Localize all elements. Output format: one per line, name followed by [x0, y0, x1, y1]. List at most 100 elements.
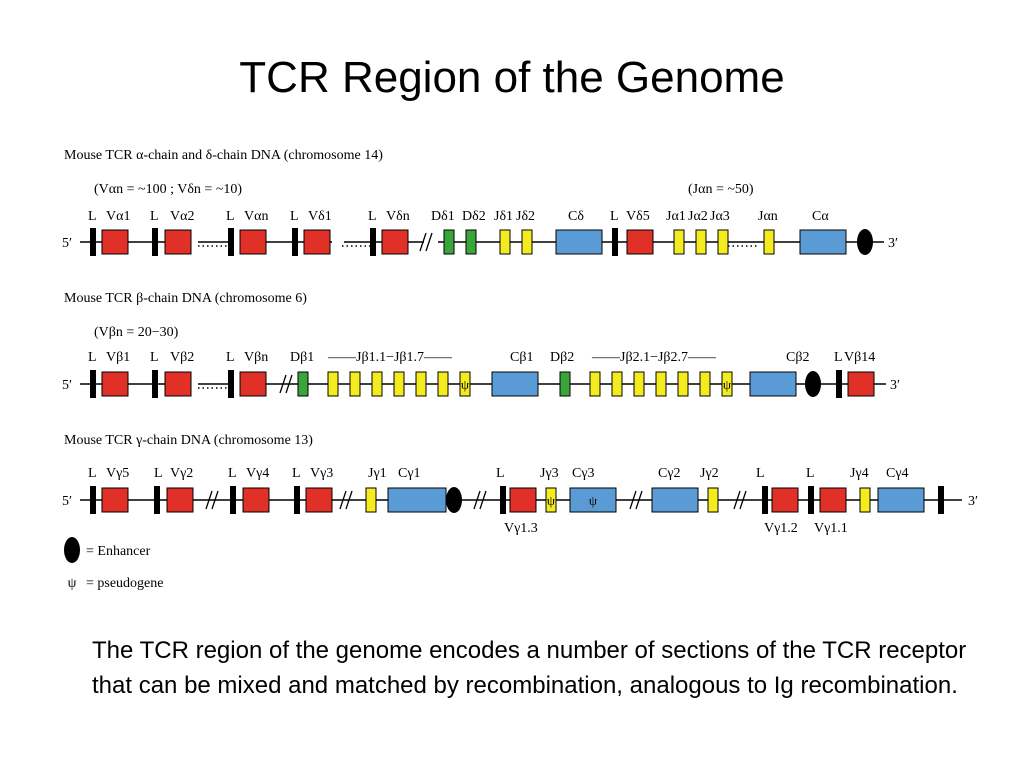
segment-label: Vγ2: [170, 466, 193, 481]
legend-pseudogene-symbol: ψ: [68, 576, 77, 591]
slide-caption: The TCR region of the genome encodes a n…: [92, 637, 967, 699]
segment-label: Cγ3: [572, 466, 595, 481]
d-segment: [465, 229, 477, 255]
segment-label: Vγ3: [310, 466, 333, 481]
segment-label: Jγ2: [700, 466, 719, 481]
segment-label: Dβ1: [290, 350, 314, 365]
j-segment: [415, 371, 427, 397]
v-segment: [303, 229, 331, 255]
slide-title: TCR Region of the Genome: [239, 53, 785, 102]
three-prime-label: 3′: [968, 494, 978, 509]
c-segment: [877, 487, 925, 513]
break-mark: [279, 374, 287, 394]
segment-label: Vγ4: [246, 466, 269, 481]
segment-label: ——Jβ2.1−Jβ2.7——: [591, 350, 717, 365]
j-segment: [459, 371, 471, 397]
break-mark: [473, 490, 481, 510]
segment-label: Vαn: [244, 209, 268, 224]
legend-pseudogene-label: = pseudogene: [86, 576, 164, 591]
three-prime-label: 3′: [888, 236, 898, 251]
segment-label: Jα3: [710, 209, 730, 224]
leader-segment: [612, 228, 618, 256]
j-segment: [365, 487, 377, 513]
leader-segment: [370, 228, 376, 256]
leader-segment: [228, 228, 234, 256]
v-segment: [101, 487, 129, 513]
enhancer: [64, 537, 80, 563]
leader-segment: [230, 486, 236, 514]
leader-segment: [808, 486, 814, 514]
j-segment: [371, 371, 383, 397]
v-segment: [101, 229, 129, 255]
segment-label: Jγ1: [368, 466, 387, 481]
v-segment: [239, 371, 267, 397]
c-segment: [387, 487, 447, 513]
v-segment: [847, 371, 875, 397]
segment-label: Vγ1.3: [504, 521, 538, 536]
segment-label: Cα: [812, 209, 829, 224]
leader-segment: [500, 486, 506, 514]
leader-segment: [292, 228, 298, 256]
break-mark: [479, 490, 487, 510]
j-segment: [521, 229, 533, 255]
segment-label: L: [610, 209, 619, 224]
v-segment: [381, 229, 409, 255]
j-segment: [437, 371, 449, 397]
break-mark: [629, 490, 637, 510]
pseudogene-symbol: ψ: [589, 493, 597, 508]
v-segment: [509, 487, 537, 513]
break-mark: [425, 232, 433, 252]
segment-label: Vβ1: [106, 350, 130, 365]
segment-label: Vα2: [170, 209, 194, 224]
segment-label: ——Jβ1.1−Jβ1.7——: [327, 350, 453, 365]
leader-segment: [90, 486, 96, 514]
c-segment: [799, 229, 847, 255]
j-segment: [695, 229, 707, 255]
segment-label: Vβ2: [170, 350, 194, 365]
segment-label: Vγ5: [106, 466, 129, 481]
segment-label: Jδ1: [494, 209, 513, 224]
pseudogene-symbol: ψ: [547, 493, 555, 508]
segment-label: Vδ5: [626, 209, 650, 224]
j-segment: [699, 371, 711, 397]
j-segment: [859, 487, 871, 513]
j-segment: [393, 371, 405, 397]
segment-label: Vδn: [386, 209, 410, 224]
tcr-genome-diagram: Mouse TCR α-chain and δ-chain DNA (chrom…: [62, 148, 978, 591]
segment-label: Cγ4: [886, 466, 909, 481]
segment-label: Dδ2: [462, 209, 486, 224]
segment-label: L: [228, 466, 237, 481]
j-segment: [707, 487, 719, 513]
j-segment: [545, 487, 557, 513]
v-segment: [305, 487, 333, 513]
segment-label: L: [496, 466, 505, 481]
c-segment: [491, 371, 539, 397]
track-heading: Mouse TCR γ-chain DNA (chromosome 13): [64, 433, 313, 448]
segment-label: L: [806, 466, 815, 481]
pseudogene-symbol: ψ: [723, 377, 731, 392]
segment-label: L: [88, 350, 97, 365]
leader-segment: [152, 370, 158, 398]
segment-label: L: [368, 209, 377, 224]
segment-label: L: [226, 350, 235, 365]
leader-segment: [152, 228, 158, 256]
leader-segment: [762, 486, 768, 514]
j-segment: [677, 371, 689, 397]
segment-label: Vγ1.1: [814, 521, 848, 536]
segment-label: Vγ1.2: [764, 521, 798, 536]
break-mark: [635, 490, 643, 510]
break-mark: [339, 490, 347, 510]
enhancer: [446, 487, 462, 513]
v-segment: [164, 229, 192, 255]
three-prime-label: 3′: [890, 378, 900, 393]
segment-label: Cβ1: [510, 350, 533, 365]
segment-label: Cβ2: [786, 350, 809, 365]
leader-segment: [90, 228, 96, 256]
legend-enhancer-label: = Enhancer: [86, 544, 151, 559]
j-segment: [673, 229, 685, 255]
j-segment: [589, 371, 601, 397]
segment-label: L: [88, 466, 97, 481]
track-heading: Mouse TCR β-chain DNA (chromosome 6): [64, 291, 307, 306]
segment-label: Jγ3: [540, 466, 559, 481]
j-segment: [633, 371, 645, 397]
